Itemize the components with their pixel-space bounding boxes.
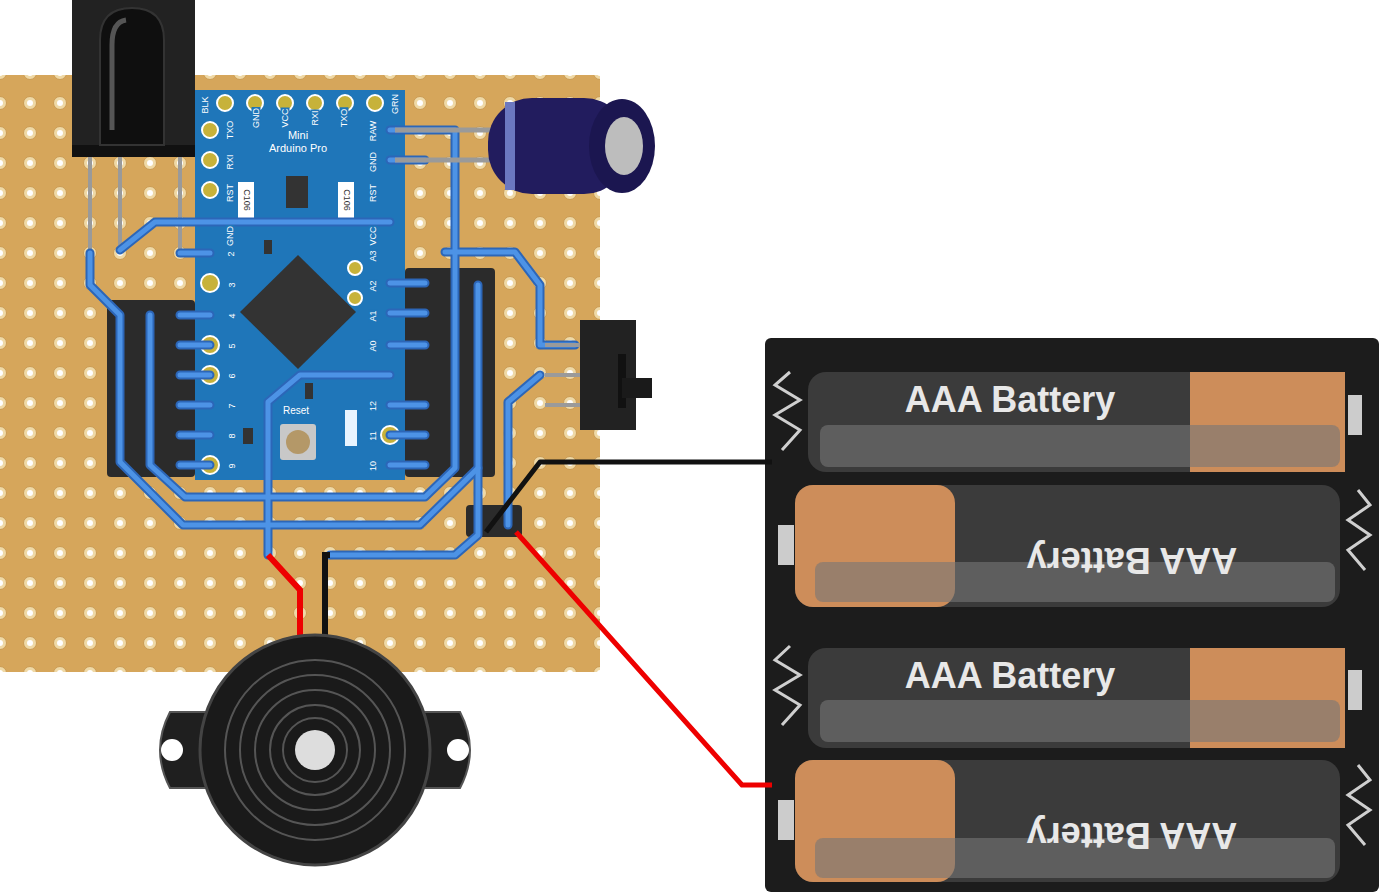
pin-label: A1	[369, 309, 378, 322]
pin-label: RST	[369, 183, 378, 203]
pin-label: 9	[228, 462, 237, 469]
slide-switch	[545, 320, 652, 430]
pin-label: A3	[369, 249, 378, 262]
chip-label: C106	[242, 188, 251, 212]
pin-label: 11	[369, 430, 378, 441]
pin-label: BLK	[201, 95, 210, 114]
pin-label: 6	[228, 372, 237, 379]
pin-label: RXI	[311, 109, 320, 126]
perfboard-holes	[0, 75, 600, 672]
pin-label: TXO	[226, 120, 235, 141]
arduino-pro-mini	[195, 90, 405, 480]
pin-label: 12	[369, 400, 378, 412]
pin-label: VCC	[369, 225, 378, 246]
pin-label: 8	[228, 432, 237, 439]
pin-label: 5	[228, 342, 237, 349]
battery-label: AAA Battery	[1027, 817, 1238, 853]
pin-label: VCC	[281, 107, 290, 128]
board-name: Mini Arduino Pro	[267, 129, 329, 155]
battery-cell: AAA Battery	[808, 372, 1345, 472]
pin-label: GND	[226, 225, 235, 247]
pin-label: GND	[369, 151, 378, 173]
pin-label: TXO	[340, 108, 349, 129]
battery-cell: AAA Battery	[808, 648, 1345, 748]
pin-label: GRN	[391, 93, 400, 115]
perfboard	[0, 75, 600, 672]
pin-label: 2	[227, 250, 236, 257]
chip-label: C106	[342, 188, 351, 212]
pin-label: A0	[369, 339, 378, 352]
ir-receiver	[72, 0, 195, 157]
pin-label: 3	[228, 281, 237, 288]
pin-label: 4	[228, 312, 237, 319]
battery-cell: AAA Battery	[795, 485, 1340, 607]
pin-label: 7	[228, 402, 237, 409]
pin-label: RXI	[226, 153, 235, 170]
pin-label: 10	[369, 460, 378, 472]
battery-label: AAA Battery	[905, 382, 1116, 418]
pin-label: RAW	[369, 120, 378, 143]
battery-cell: AAA Battery	[795, 760, 1340, 882]
arduino-board: BLK GND VCC RXI TXO GRN Mini Arduino Pro TXO RXI…	[195, 90, 405, 480]
battery-holder	[765, 338, 1379, 892]
blue-traces	[90, 130, 575, 555]
battery-label: AAA Battery	[1027, 542, 1238, 578]
pin-label: GND	[252, 107, 261, 129]
battery-label: AAA Battery	[905, 658, 1116, 694]
piezo-buzzer	[160, 555, 470, 865]
pin-label: RST	[226, 183, 235, 203]
pin-label: A2	[369, 279, 378, 292]
capacitor	[395, 98, 655, 194]
battery-wires	[486, 462, 772, 785]
button-label: Reset	[282, 406, 310, 416]
